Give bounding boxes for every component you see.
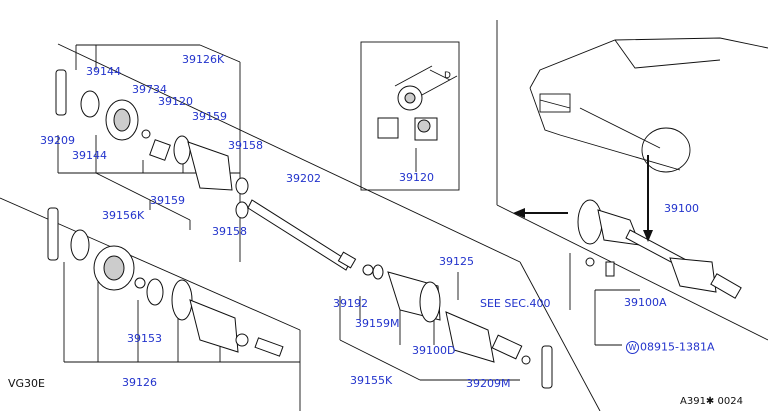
part-label-39120-inset[interactable]: 39120 [399,171,434,184]
part-label-39159-mid[interactable]: 39159 [150,194,185,207]
part-label-39209[interactable]: 39209 [40,134,75,147]
outer-joint-assembly [55,69,249,219]
part-label-39100d[interactable]: 39100D [412,344,456,357]
arrows [513,155,653,242]
part-label-39192[interactable]: 39192 [333,297,368,310]
engine-variant-tag: VG30E [8,377,45,390]
frame-lines [0,20,768,411]
part-label-39159m[interactable]: 39159M [355,317,400,330]
center-joint-assembly [362,264,553,389]
inset-dimension-label: D [444,71,451,81]
part-label-39144-bottom[interactable]: 39144 [72,149,107,162]
part-label-39734[interactable]: 39734 [132,83,167,96]
part-label-39125[interactable]: 39125 [439,255,474,268]
part-label-39156k[interactable]: 39156K [102,209,145,222]
part-label-39100[interactable]: 39100 [664,202,699,215]
washer-code: 08915-1381A [640,340,715,354]
part-label-39100a[interactable]: 39100A [624,296,667,309]
part-label-39209m[interactable]: 39209M [466,377,511,390]
see-section-400-link[interactable]: SEE SEC.400 [480,297,551,310]
drive-shaft [247,199,357,271]
part-label-39158-top[interactable]: 39158 [228,139,263,152]
part-label-39126k[interactable]: 39126K [182,53,225,66]
washer-symbol-icon: W [626,341,639,354]
part-label-39158-bottom[interactable]: 39158 [212,225,247,238]
part-label-39202[interactable]: 39202 [286,172,321,185]
assembled-driveshaft [577,199,742,299]
diagram-id: A391✱ 0024 [680,396,743,407]
inset-box [360,41,460,191]
part-label-39126[interactable]: 39126 [122,376,157,389]
inner-joint-assembly-vg30e [47,207,284,357]
part-label-39153[interactable]: 39153 [127,332,162,345]
part-label-39155k[interactable]: 39155K [350,374,393,387]
vehicle-illustration [529,37,768,173]
part-label-39159-top[interactable]: 39159 [192,110,227,123]
part-label-39144-top[interactable]: 39144 [86,65,121,78]
part-label-39120[interactable]: 39120 [158,95,193,108]
